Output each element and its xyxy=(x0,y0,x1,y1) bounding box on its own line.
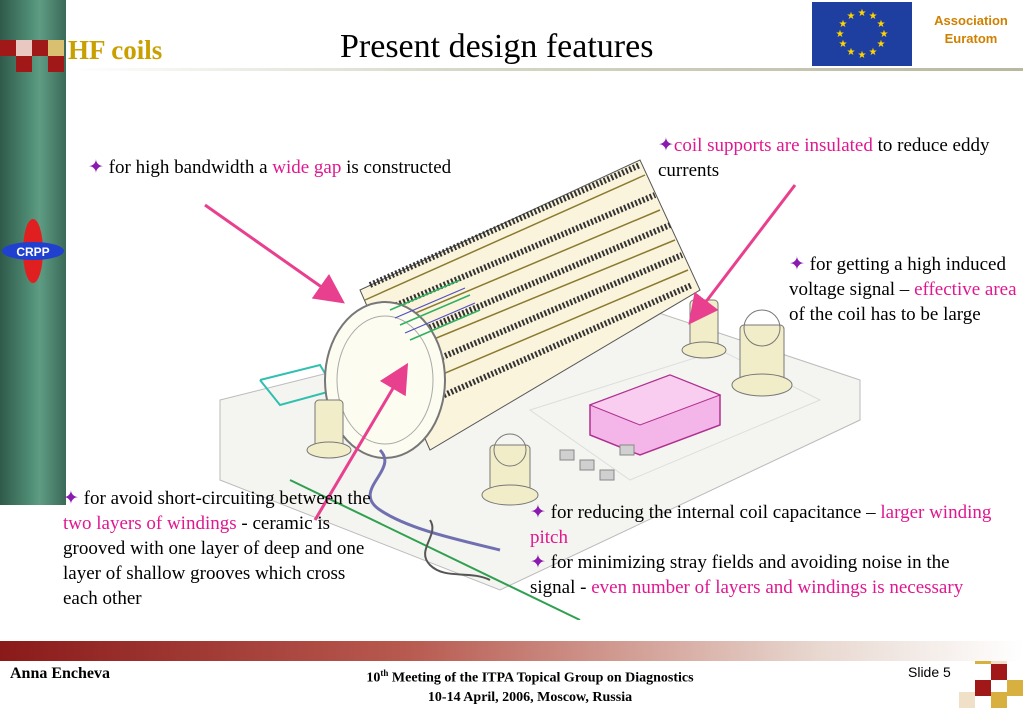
meeting-info: 10th Meeting of the ITPA Topical Group o… xyxy=(270,664,790,707)
bullet-wide-gap: ✦ for high bandwidth a wide gap is const… xyxy=(88,157,452,178)
slide-title: Present design features xyxy=(340,28,654,65)
bullet-capacitance: ✦ for reducing the internal coil capacit… xyxy=(530,502,992,548)
author-name: Anna Encheva xyxy=(10,665,111,682)
svg-text:CRPP: CRPP xyxy=(16,245,49,259)
svg-text:★: ★ xyxy=(880,29,889,40)
eu-stars-icon: ★★★ ★★★ ★★★ ★★★ xyxy=(836,8,889,61)
bullet-star-icon: ✦ xyxy=(530,502,546,523)
svg-text:★: ★ xyxy=(847,11,856,22)
slide-number: Slide 5 xyxy=(908,664,951,680)
svg-text:★: ★ xyxy=(869,47,878,58)
svg-text:★: ★ xyxy=(839,39,848,50)
svg-text:★: ★ xyxy=(877,19,886,30)
bullet-star-icon: ✦ xyxy=(658,135,674,156)
meeting-line1: 10th Meeting of the ITPA Topical Group o… xyxy=(366,668,694,686)
association-label: Association Euratom xyxy=(918,12,1023,48)
bullet-star-icon: ✦ xyxy=(530,552,546,573)
bullet-star-icon: ✦ xyxy=(63,488,79,509)
bullet-effective-area: ✦ for getting a high induced voltage sig… xyxy=(789,254,1017,325)
svg-text:★: ★ xyxy=(877,39,886,50)
svg-text:★: ★ xyxy=(869,11,878,22)
svg-text:★: ★ xyxy=(847,47,856,58)
header-divider xyxy=(66,68,1023,71)
association-line1: Association xyxy=(934,13,1008,28)
crpp-logo: CRPP xyxy=(0,218,66,284)
bullet-star-icon: ✦ xyxy=(789,254,805,275)
bullet-insulated: ✦coil supports are insulated to reduce e… xyxy=(658,135,990,181)
section-title: HF coils xyxy=(68,35,163,65)
bullet-star-icon: ✦ xyxy=(88,157,104,178)
bullet-short-circuit: ✦ for avoid short-circuiting between the… xyxy=(63,488,371,609)
svg-text:★: ★ xyxy=(858,50,867,61)
footer-bar xyxy=(0,641,1023,661)
eu-flag-logo: ★★★ ★★★ ★★★ ★★★ xyxy=(812,2,912,66)
meeting-line2: 10-14 April, 2006, Moscow, Russia xyxy=(427,689,633,705)
association-line2: Euratom xyxy=(944,31,998,46)
bullet-stray-fields: ✦ for minimizing stray fields and avoidi… xyxy=(530,552,964,598)
svg-text:★: ★ xyxy=(839,19,848,30)
svg-text:★: ★ xyxy=(836,29,845,40)
svg-text:★: ★ xyxy=(858,8,867,19)
